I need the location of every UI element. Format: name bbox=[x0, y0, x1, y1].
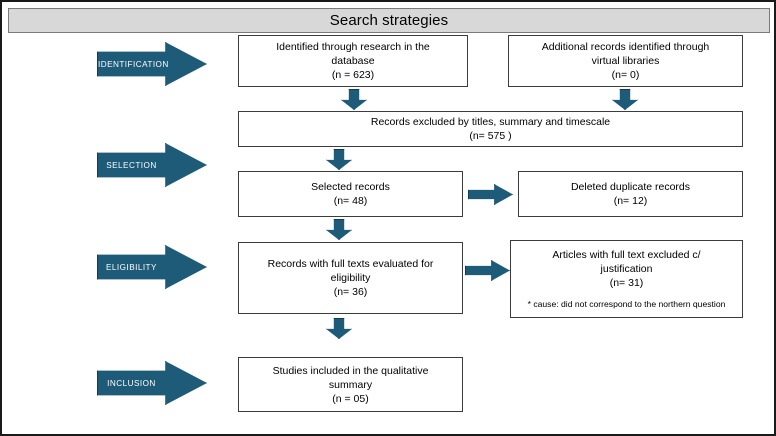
box-identified-line2: database bbox=[331, 55, 375, 67]
stage-arrow-eligibility: ELIGIBILITY bbox=[97, 245, 207, 289]
box-fulltext-count: (n= 36) bbox=[333, 286, 368, 298]
box-selected-line1: Selected records bbox=[311, 181, 390, 193]
box-deleted-line1: Deleted duplicate records bbox=[570, 181, 691, 193]
box-deleted-count: (n= 12) bbox=[613, 195, 648, 207]
box-excluded-count: (n= 575 ) bbox=[469, 130, 512, 142]
stage-arrow-inclusion: INCLUSION bbox=[97, 361, 207, 405]
box-included-count: (n = 05) bbox=[332, 392, 369, 405]
right-arrow-icon-duplicates bbox=[468, 184, 513, 205]
box-articles-excluded-line2: justification bbox=[600, 263, 653, 275]
diagram-title-bar: Search strategies bbox=[8, 8, 770, 33]
box-additional-records: Additional records identified through vi… bbox=[508, 35, 743, 87]
box-fulltext-line2: eligibility bbox=[330, 272, 371, 284]
box-identified-line1: Identified through research in the bbox=[276, 41, 430, 53]
box-included-line2: summary bbox=[328, 378, 373, 391]
stage-label-selection: SELECTION bbox=[106, 160, 157, 170]
down-arrow-icon-identified bbox=[341, 89, 367, 110]
stage-arrow-selection: SELECTION bbox=[97, 143, 207, 187]
box-selected-records: Selected records (n= 48) bbox=[238, 171, 463, 217]
box-selected-count: (n= 48) bbox=[333, 195, 368, 207]
stage-label-inclusion: INCLUSION bbox=[107, 378, 156, 388]
box-excluded-line1: Records excluded by titles, summary and … bbox=[370, 116, 611, 128]
down-arrow-icon-fulltext bbox=[326, 318, 352, 339]
box-included-line1: Studies included in the qualitative bbox=[272, 364, 429, 377]
down-arrow-icon-excluded bbox=[326, 149, 352, 170]
stage-label-eligibility: ELIGIBILITY bbox=[106, 262, 157, 272]
page-title: Search strategies bbox=[329, 12, 449, 29]
box-studies-included: Studies included in the qualitative summ… bbox=[238, 357, 463, 412]
right-arrow-icon-articles-excluded bbox=[465, 260, 510, 281]
box-deleted-duplicates: Deleted duplicate records (n= 12) bbox=[518, 171, 743, 217]
box-identified-records: Identified through research in the datab… bbox=[238, 35, 468, 87]
box-articles-excluded: Articles with full text excluded c/ just… bbox=[510, 240, 743, 318]
box-fulltext-line1: Records with full texts evaluated for bbox=[267, 258, 434, 270]
box-articles-excluded-line1: Articles with full text excluded c/ bbox=[552, 249, 701, 261]
box-additional-line1: Additional records identified through bbox=[541, 41, 710, 53]
box-fulltext-evaluated: Records with full texts evaluated for el… bbox=[238, 242, 463, 314]
down-arrow-icon-additional bbox=[612, 89, 638, 110]
stage-label-identification: IDENTIFICATION bbox=[98, 59, 169, 69]
box-additional-line2: virtual libraries bbox=[591, 55, 660, 67]
box-articles-excluded-count: (n= 31) bbox=[609, 277, 644, 289]
box-articles-excluded-note: * cause: did not correspond to the north… bbox=[527, 299, 726, 309]
box-records-excluded: Records excluded by titles, summary and … bbox=[238, 111, 743, 147]
stage-arrow-identification: IDENTIFICATION bbox=[97, 42, 207, 86]
box-additional-count: (n= 0) bbox=[611, 69, 640, 81]
box-identified-count: (n = 623) bbox=[331, 69, 375, 81]
down-arrow-icon-selected bbox=[326, 219, 352, 240]
